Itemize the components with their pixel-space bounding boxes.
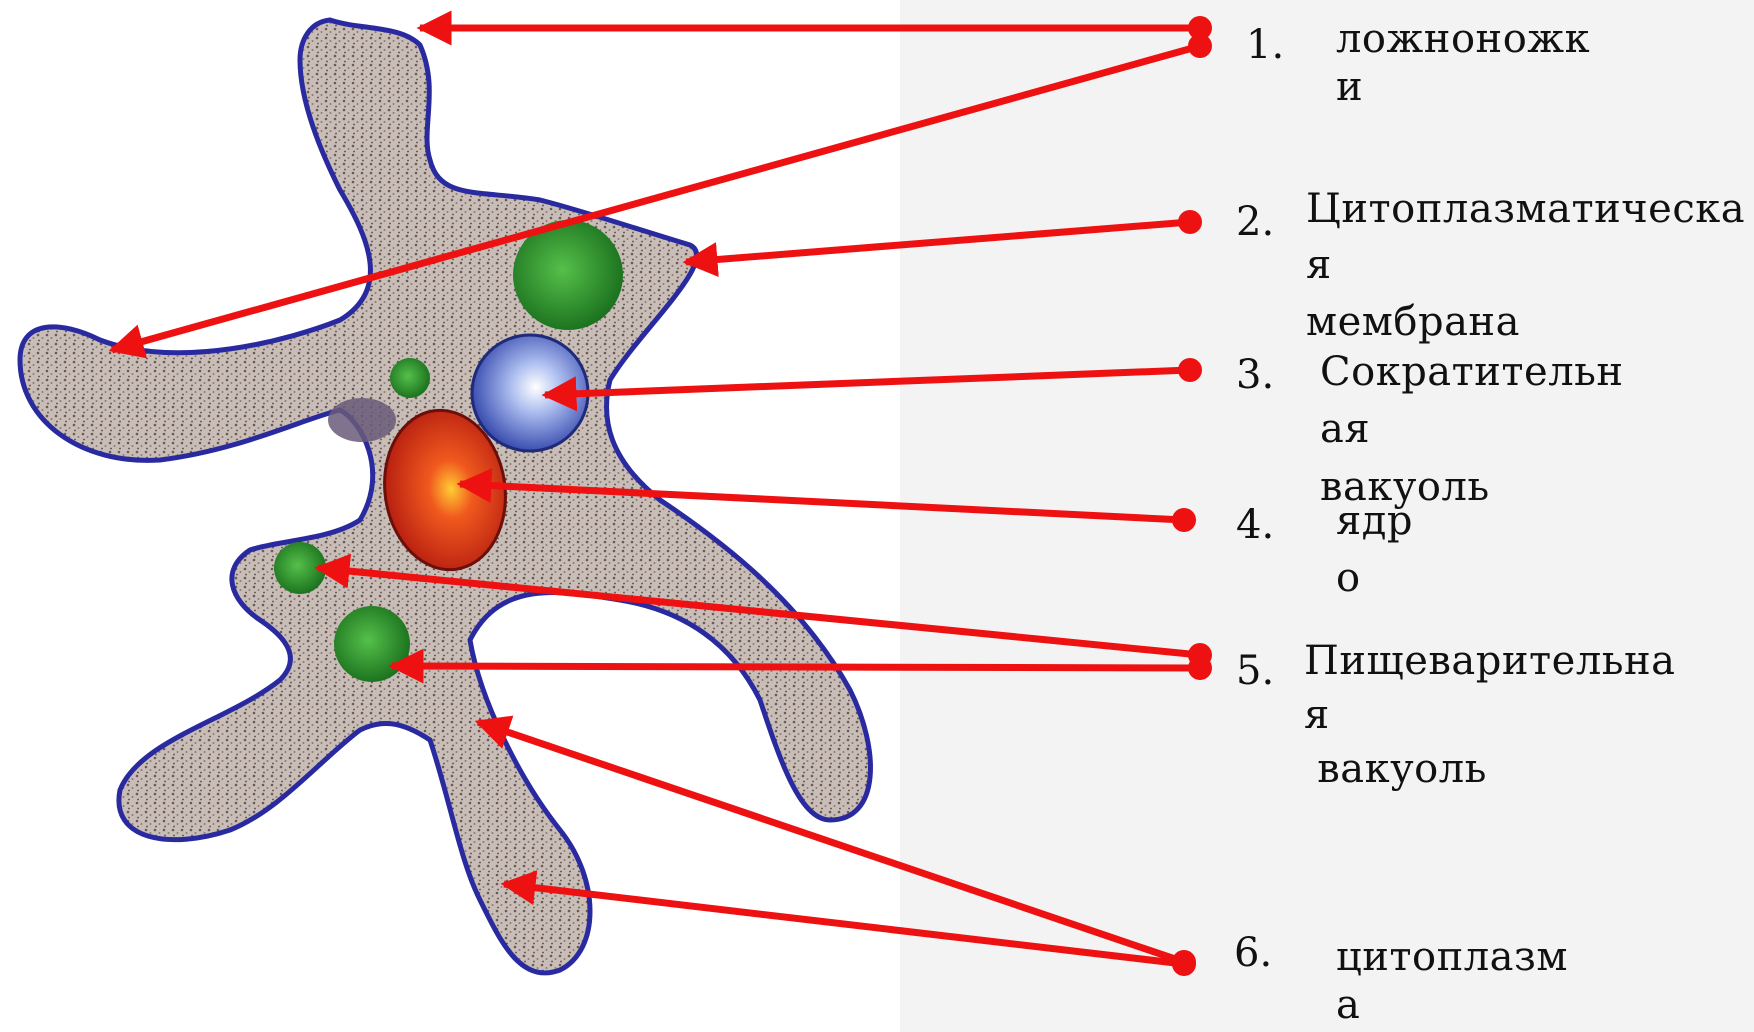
label-4-line-1: ядр — [1336, 496, 1413, 547]
pointer-2-dot — [1178, 210, 1202, 234]
food-vacuole-lower — [334, 606, 410, 682]
pointer-1b-dot — [1188, 34, 1212, 58]
label-2-number: 2. — [1236, 197, 1274, 248]
pointer-3-line — [545, 370, 1190, 395]
label-2-line-3: мембрана — [1306, 297, 1520, 348]
label-6-line-2: а — [1336, 980, 1360, 1031]
label-6-line-1: цитоплазм — [1336, 932, 1568, 983]
label-1-line-2: и — [1336, 62, 1363, 113]
label-1-line-1: ложноножк — [1336, 14, 1590, 65]
granules — [328, 398, 396, 442]
label-4-number: 4. — [1236, 500, 1274, 551]
food-vacuole-small — [390, 358, 430, 398]
label-3-number: 3. — [1236, 350, 1274, 401]
label-6-number: 6. — [1234, 928, 1272, 979]
label-3-line-2: ая — [1320, 404, 1370, 455]
pointer-lines — [112, 16, 1212, 976]
label-5-number: 5. — [1236, 646, 1274, 697]
label-1-number: 1. — [1246, 20, 1284, 71]
pointer-4-dot — [1172, 508, 1196, 532]
label-5-line-2: я — [1304, 690, 1330, 741]
pointer-5b-line — [392, 666, 1200, 668]
label-3-line-1: Сократительн — [1320, 347, 1624, 398]
pointer-5b-dot — [1188, 656, 1212, 680]
label-5-line-1: Пищеварительна — [1304, 636, 1676, 687]
label-5-line-3: вакуоль — [1304, 744, 1487, 795]
label-2-line-2: я — [1306, 240, 1332, 291]
label-2-line-1: Цитоплазматическа — [1306, 184, 1745, 235]
pointer-6b-dot — [1172, 952, 1196, 976]
pointer-2-line — [686, 222, 1190, 262]
pointer-3-dot — [1178, 358, 1202, 382]
label-4-line-2: о — [1336, 553, 1361, 604]
